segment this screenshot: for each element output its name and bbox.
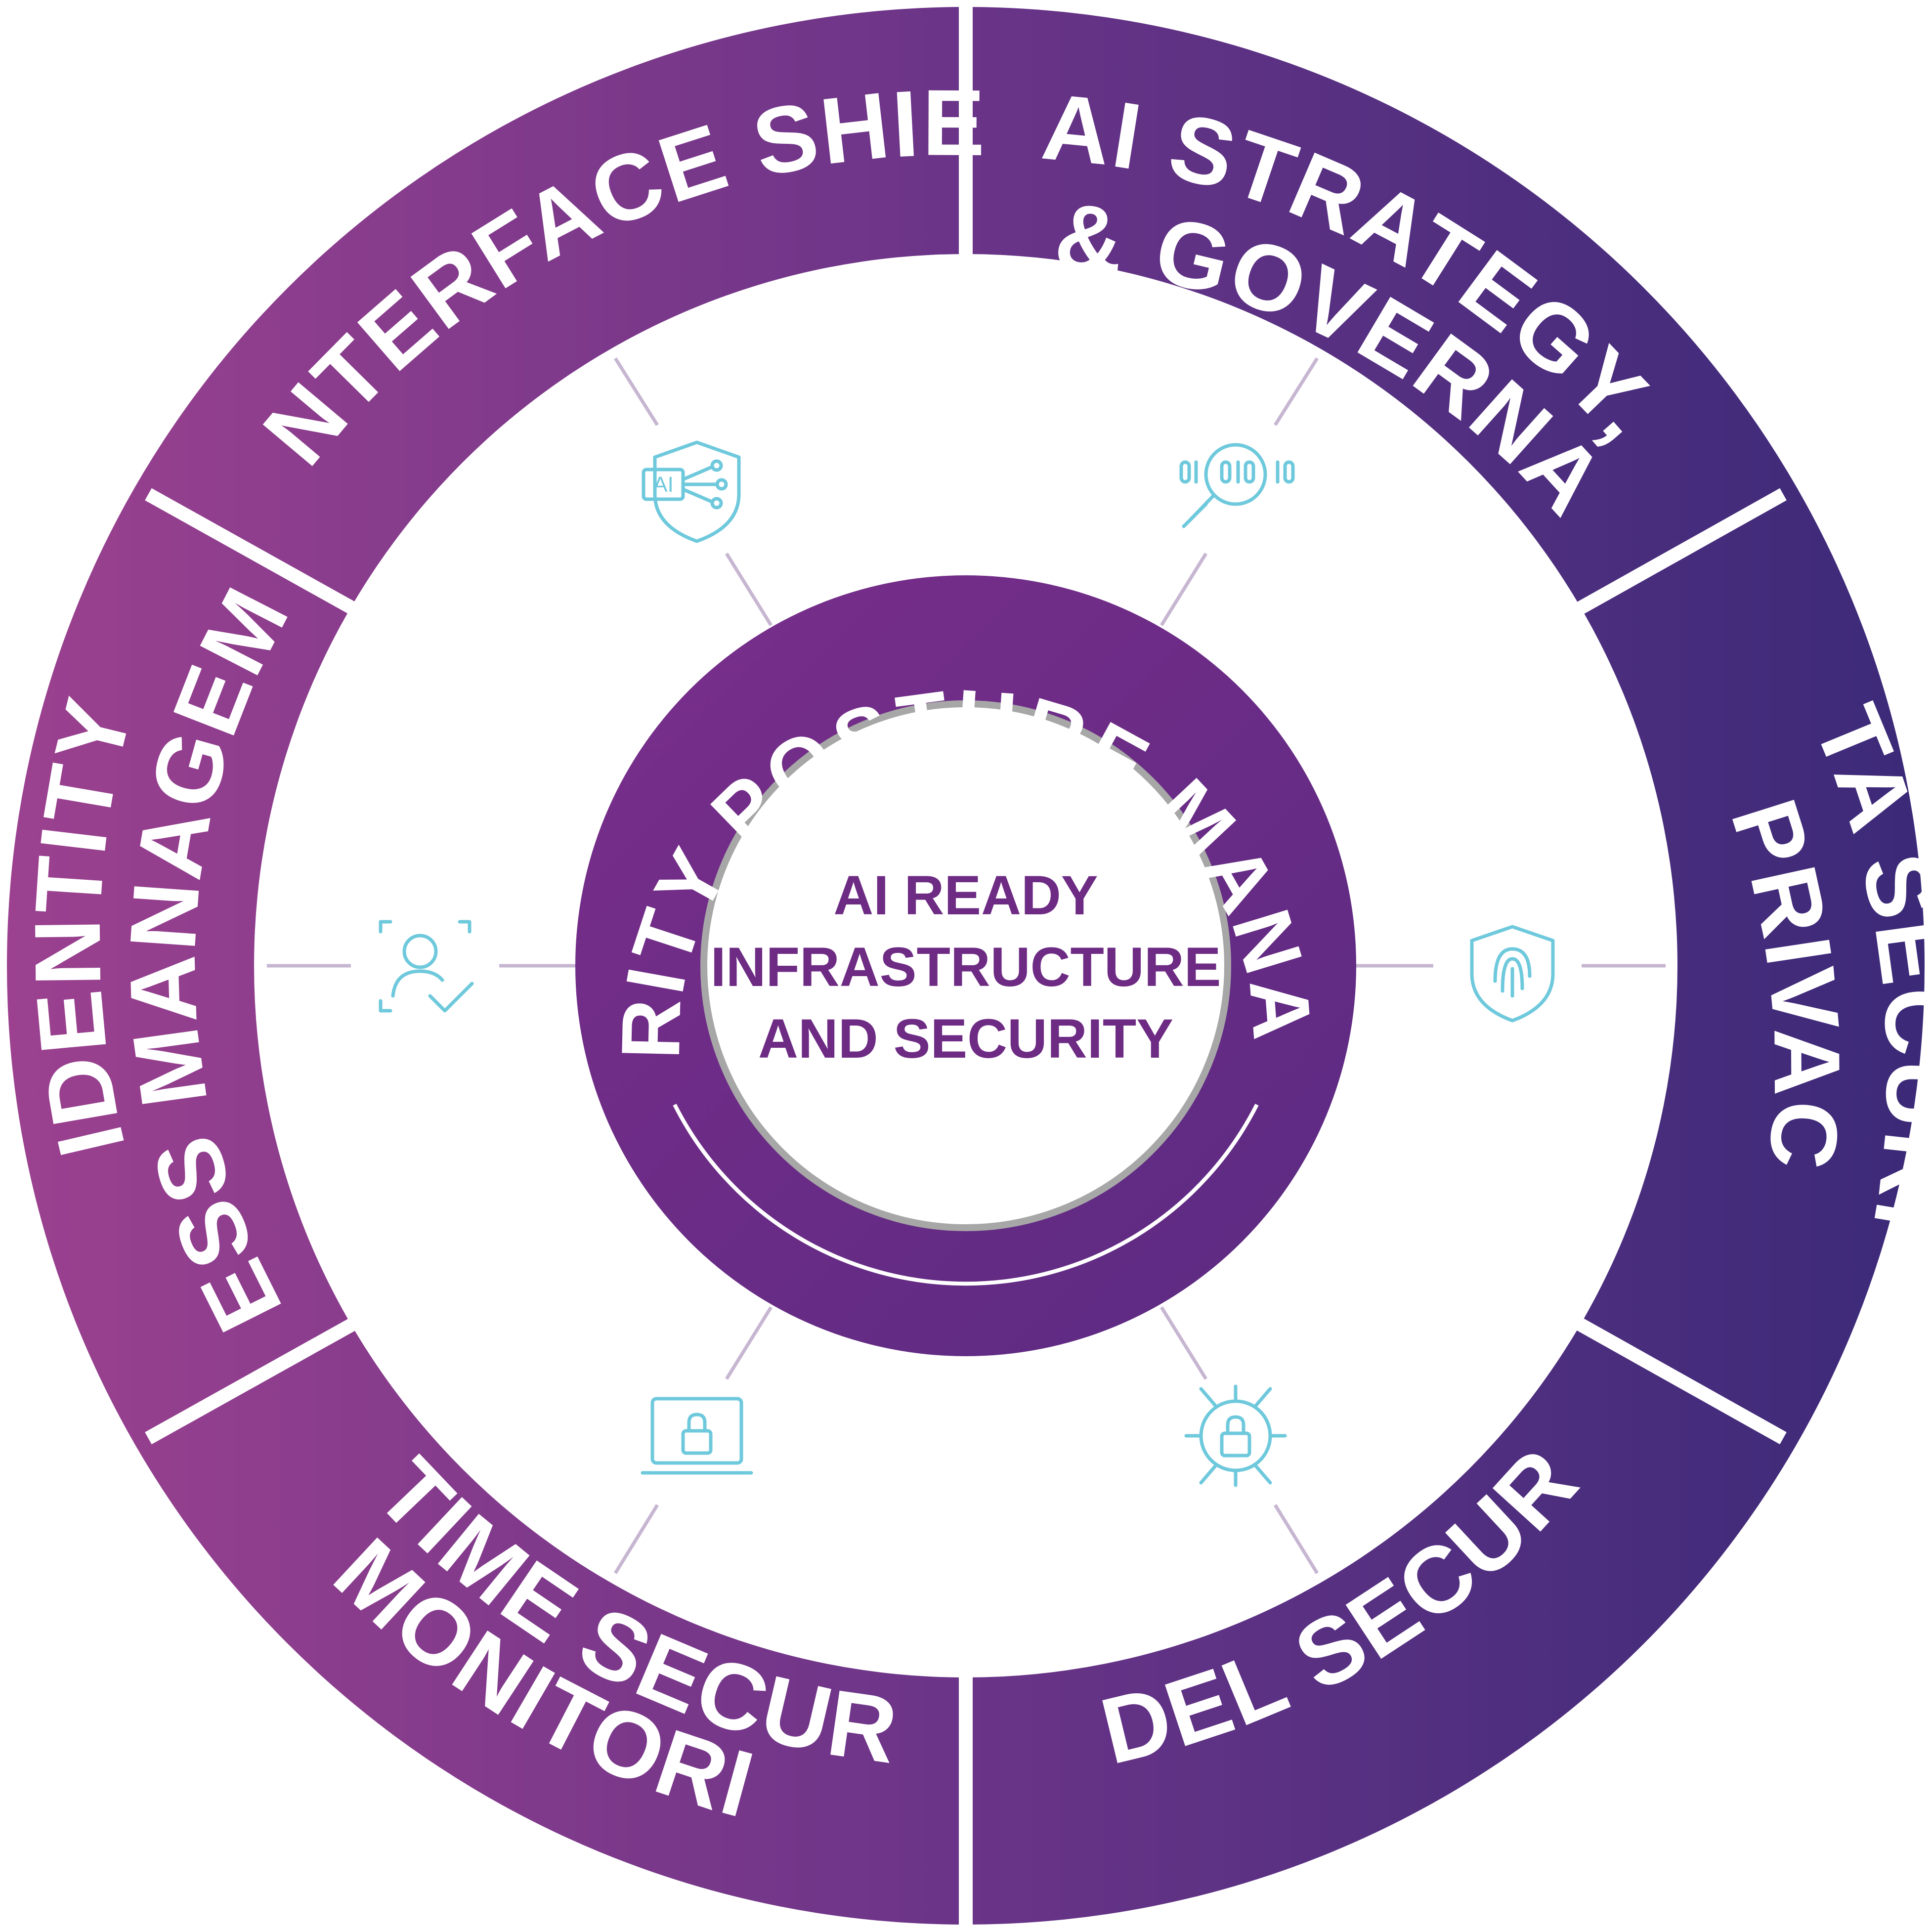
inner-ring-accent-arc bbox=[673, 1104, 1259, 1286]
center-text: AI READY INFRASTRUCTURE AND SECURITY bbox=[711, 864, 1221, 1070]
center-circle bbox=[700, 700, 1231, 1231]
center-line-2: INFRASTRUCTURE bbox=[711, 936, 1221, 998]
fingerprint-shield-icon bbox=[1470, 925, 1555, 1023]
user-check-icon bbox=[379, 920, 474, 1013]
chip-lock-icon bbox=[1184, 1384, 1287, 1487]
laptop-lock-icon bbox=[641, 1397, 753, 1475]
center-line-3: AND SECURITY bbox=[758, 1008, 1173, 1070]
search-binary-icon bbox=[1179, 443, 1295, 528]
ai-shield-icon: AI bbox=[642, 440, 741, 543]
spokes bbox=[267, 357, 1666, 1574]
center-line-1: AI READY bbox=[833, 864, 1098, 926]
segment-dividers bbox=[145, 0, 1787, 1932]
ai-badge-text: AI bbox=[653, 472, 674, 497]
